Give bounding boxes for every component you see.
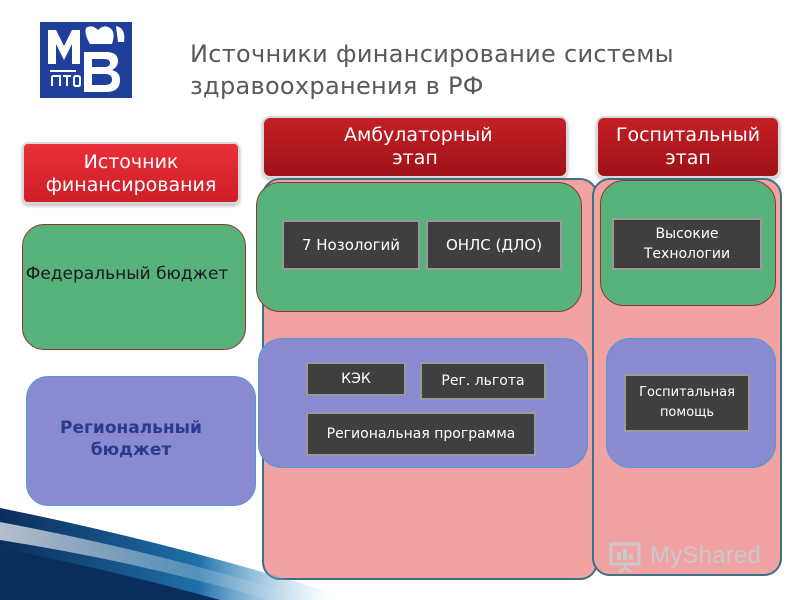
page-title: Источники финансирование системы здравоо… [190, 38, 770, 102]
watermark: MyShared [606, 536, 781, 576]
header-ambulatory: Амбулаторный этап [262, 116, 568, 178]
header-source: Источник финансирования [22, 142, 240, 204]
title-line-1: Источники финансирование системы [190, 40, 674, 68]
presentation-icon [609, 542, 641, 574]
box-nosology: 7 Нозологий [282, 220, 420, 270]
federal-budget-label: Федеральный бюджет [25, 264, 229, 284]
regional-budget-label: Региональный бюджет [60, 418, 202, 460]
header-source-label: Источник финансирования [45, 151, 217, 196]
watermark-text: MyShared [650, 542, 761, 569]
logo [40, 22, 132, 98]
title-line-2: здравоохранения в РФ [190, 72, 484, 100]
box-kek: КЭК [306, 362, 406, 396]
box-regional-program: Региональная программа [306, 412, 536, 456]
box-high-tech: Высокие Технологии [612, 218, 762, 270]
box-onls: ОНЛС (ДЛО) [426, 220, 562, 270]
box-hospital-help: Госпитальная помощь [624, 374, 750, 432]
federal-budget-panel: Федеральный бюджет [22, 224, 246, 350]
box-reg-lgota: Рег. льгота [420, 362, 546, 400]
header-ambulatory-label: Амбулаторный этап [344, 124, 493, 169]
header-hospital-label: Госпитальный этап [615, 124, 761, 169]
corner-swoosh-decoration [0, 508, 330, 600]
logo-graphic [40, 22, 132, 98]
header-hospital: Госпитальный этап [596, 116, 780, 178]
regional-budget-panel: Региональный бюджет [26, 376, 256, 506]
